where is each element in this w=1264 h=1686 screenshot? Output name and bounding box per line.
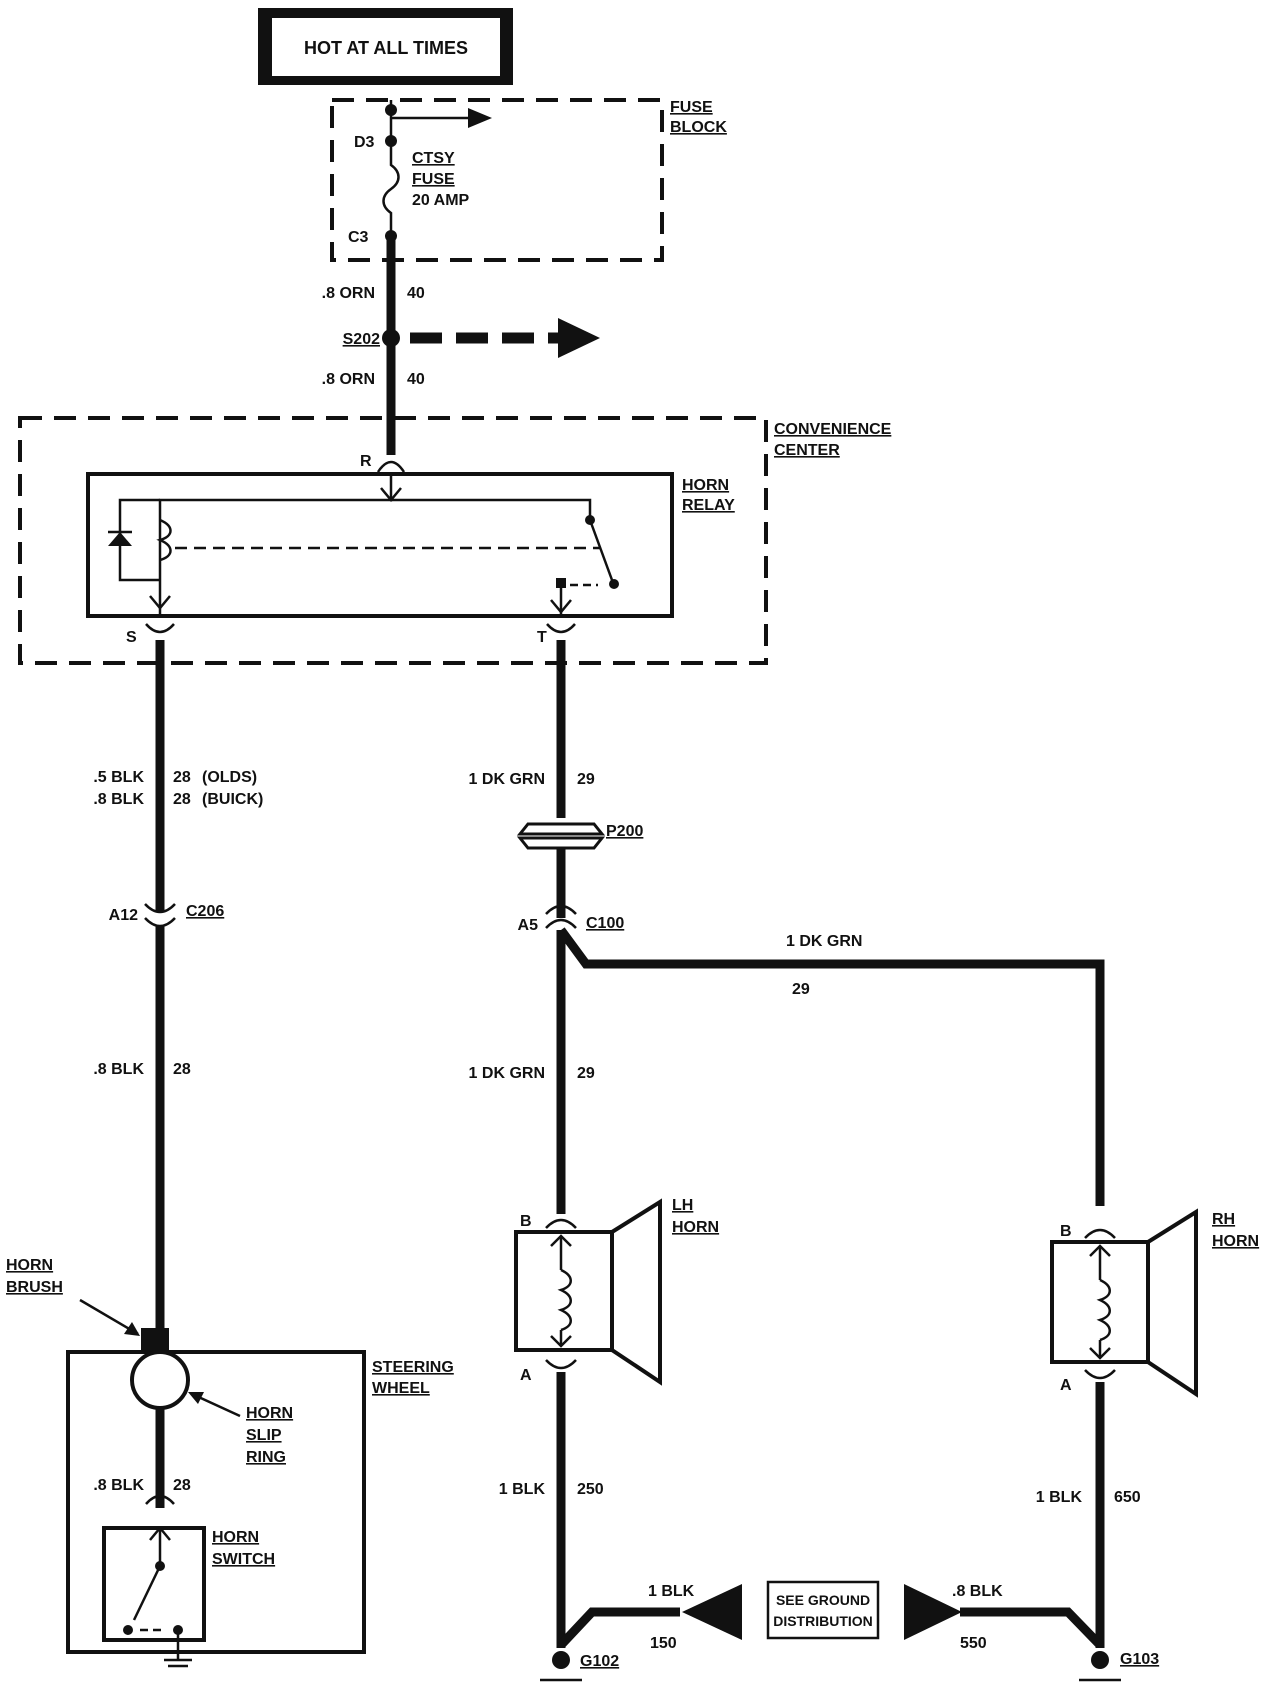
lh-horn-title-2: HORN: [672, 1219, 719, 1236]
blk-buick-note: (BUICK): [202, 791, 263, 808]
blk-wire-550: [960, 1607, 1104, 1649]
blk-rh-circuit: 650: [1114, 1489, 1141, 1506]
c100-label: C100: [586, 915, 624, 932]
grn-wire-29-rh: [557, 927, 1105, 1206]
pin-t: T: [537, 629, 547, 646]
fuse-block: FUSE BLOCK D3 C3 CTSY FUSE 20 AMP: [330, 98, 727, 262]
lh-horn: LH HORN B A: [514, 1197, 719, 1386]
blk-lh-gauge: 1 BLK: [499, 1481, 546, 1498]
orn-upper-gauge: .8 ORN: [322, 285, 375, 302]
blk-wire-150: [557, 1607, 680, 1649]
rh-pin-b: B: [1060, 1223, 1072, 1240]
connector-c100: A5 C100: [518, 904, 624, 934]
grn-lh-circuit: 29: [577, 1065, 595, 1082]
fuse-pin-d3: D3: [354, 134, 375, 151]
c206-label: C206: [186, 903, 224, 920]
horn-switch-label-2: SWITCH: [212, 1551, 275, 1568]
grn-relay-gauge: 1 DK GRN: [469, 771, 545, 788]
blk-g103-circuit: 550: [960, 1635, 987, 1652]
steering-title-1: STEERING: [372, 1359, 454, 1376]
blk-g102-gauge: 1 BLK: [648, 1583, 695, 1600]
ground-g102: G102: [540, 1651, 619, 1682]
ground-ref-line-2: DISTRIBUTION: [773, 1613, 873, 1629]
ground-g103: G103: [1079, 1651, 1159, 1682]
fuse-symbol: [382, 141, 400, 235]
slip-ring-label-2: SLIP: [246, 1427, 282, 1444]
blk-olds-circuit: 28: [173, 769, 191, 786]
convenience-center: CONVENIENCE CENTER R S T: [18, 416, 892, 665]
grn-rh-gauge: 1 DK GRN: [786, 933, 862, 950]
horn-relay-title-1: HORN: [682, 477, 729, 494]
rh-horn-title-2: HORN: [1212, 1233, 1259, 1250]
horn-switch: HORN SWITCH: [102, 1526, 275, 1668]
blk-olds-note: (OLDS): [202, 769, 257, 786]
blk-switch-gauge: .8 BLK: [93, 1477, 144, 1494]
blk-switch-circuit: 28: [173, 1477, 191, 1494]
horn-switch-label-1: HORN: [212, 1529, 259, 1546]
hot-at-all-times-box: HOT AT ALL TIMES: [258, 8, 513, 85]
horn-brush-label-2: BRUSH: [6, 1279, 63, 1296]
steering-wheel: STEERING WHEEL HORN BRUSH HORN SLIP RING…: [6, 1257, 454, 1654]
horn-brush: [141, 1328, 169, 1350]
horn-relay-title-2: RELAY: [682, 497, 735, 514]
grn-lh-gauge: 1 DK GRN: [469, 1065, 545, 1082]
orn-upper-circuit: 40: [407, 285, 425, 302]
lh-pin-b: B: [520, 1213, 532, 1230]
blk-column-circuit: 28: [173, 1061, 191, 1078]
blk-buick-gauge: .8 BLK: [93, 791, 144, 808]
hot-label: HOT AT ALL TIMES: [304, 38, 468, 58]
c100-pin: A5: [518, 917, 539, 934]
splice-label: S202: [343, 331, 380, 348]
fuse-rating: 20 AMP: [412, 192, 470, 209]
fuse-block-title-2: BLOCK: [670, 119, 727, 136]
grn-relay-circuit: 29: [577, 771, 595, 788]
steering-title-2: WHEEL: [372, 1380, 430, 1397]
rh-pin-a: A: [1060, 1377, 1072, 1394]
pin-r: R: [360, 453, 372, 470]
convenience-title-1: CONVENIENCE: [774, 421, 892, 438]
orn-lower-circuit: 40: [407, 371, 425, 388]
c206-pin: A12: [109, 907, 138, 924]
blk-lh-circuit: 250: [577, 1481, 604, 1498]
blk-rh-gauge: 1 BLK: [1036, 1489, 1083, 1506]
rh-horn-title-1: RH: [1212, 1211, 1235, 1228]
pin-s: S: [126, 629, 137, 646]
slip-ring-label-3: RING: [246, 1449, 286, 1466]
blk-g102-circuit: 150: [650, 1635, 677, 1652]
g103-label: G103: [1120, 1651, 1159, 1668]
rh-horn: RH HORN B A: [1050, 1208, 1259, 1398]
g102-label: G102: [580, 1653, 619, 1670]
horn-relay: HORN RELAY: [86, 472, 735, 618]
convenience-title-2: CENTER: [774, 442, 840, 459]
horn-brush-label-1: HORN: [6, 1257, 53, 1274]
orn-lower-gauge: .8 ORN: [322, 371, 375, 388]
blk-g103-gauge: .8 BLK: [952, 1583, 1003, 1600]
lh-pin-a: A: [520, 1367, 532, 1384]
p200-label: P200: [606, 823, 643, 840]
see-ground-distribution-box: SEE GROUND DISTRIBUTION: [766, 1580, 880, 1640]
splice-s202: S202: [343, 318, 600, 358]
horn-slip-ring: [130, 1350, 190, 1410]
ground-ref-line-1: SEE GROUND: [776, 1592, 870, 1608]
blk-olds-gauge: .5 BLK: [93, 769, 144, 786]
fuse-block-title-1: FUSE: [670, 99, 713, 116]
lh-horn-title-1: LH: [672, 1197, 693, 1214]
fuse-name-2: FUSE: [412, 171, 455, 188]
fuse-name-1: CTSY: [412, 150, 455, 167]
slip-ring-label-1: HORN: [246, 1405, 293, 1422]
blk-buick-circuit: 28: [173, 791, 191, 808]
connector-c206: A12 C206: [109, 903, 224, 928]
connector-p200: P200: [516, 822, 643, 850]
grn-rh-circuit: 29: [792, 981, 810, 998]
fuse-pin-c3: C3: [348, 229, 369, 246]
blk-column-gauge: .8 BLK: [93, 1061, 144, 1078]
